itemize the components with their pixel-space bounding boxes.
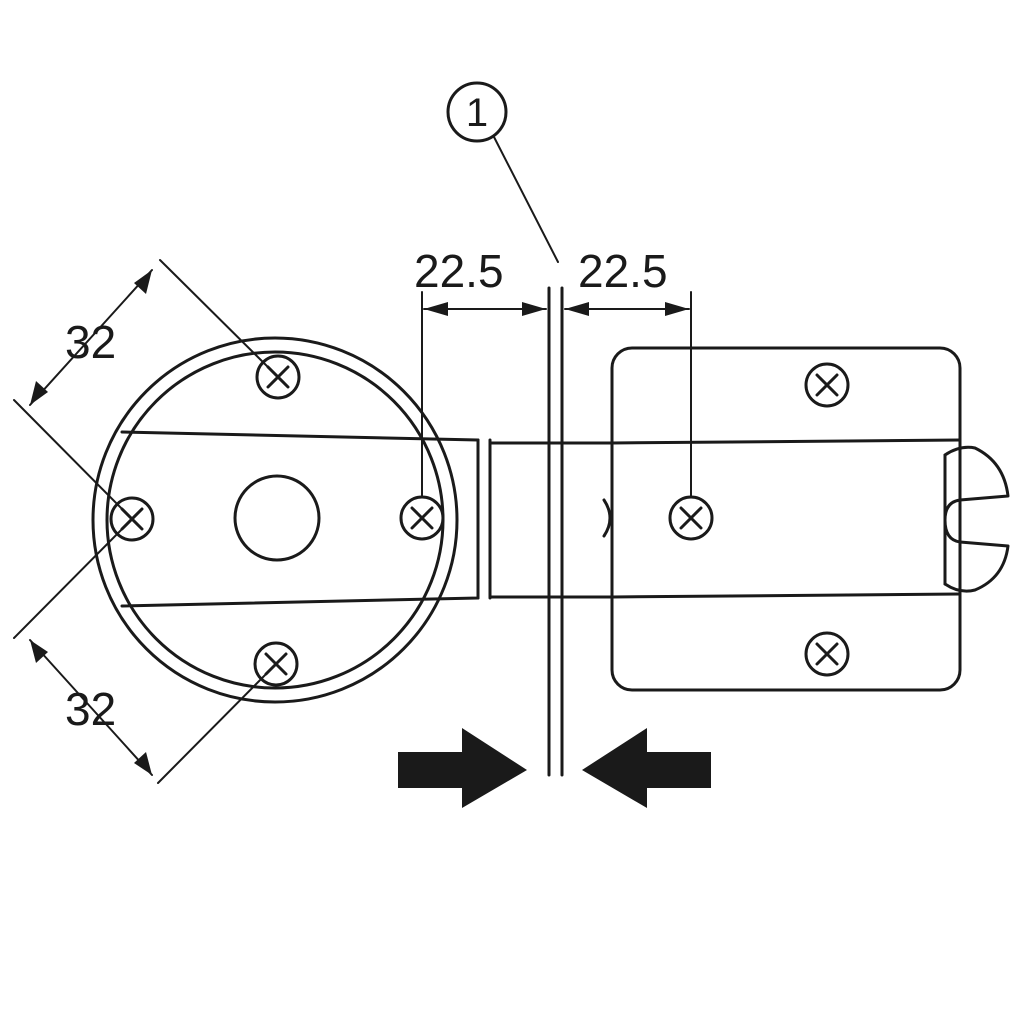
dimension-22-5-right: 22.5	[564, 245, 692, 498]
screw-right-bottom	[804, 631, 850, 677]
dimension-label-22-5-right: 22.5	[578, 245, 668, 297]
screw-right-top	[804, 362, 850, 408]
callout-1: 1	[446, 81, 559, 263]
rectangular-mounting-plate	[610, 346, 1010, 692]
dimension-label-32-upper: 32	[65, 316, 116, 368]
dimension-label-22-5-left: 22.5	[414, 245, 504, 297]
callout-label: 1	[466, 91, 488, 135]
glass-panel-edge	[547, 286, 564, 777]
hinge-knuckle	[488, 441, 614, 599]
hinge-arm	[120, 430, 492, 608]
press-arrow-left	[582, 728, 711, 808]
press-arrow-right	[398, 728, 527, 808]
center-hole	[233, 474, 321, 562]
screw-arm	[399, 495, 445, 541]
dimension-22-5-left: 22.5	[414, 245, 547, 498]
dimension-32-lower: 32	[13, 518, 277, 784]
dimension-label-32-lower: 32	[65, 683, 116, 735]
dimension-32-upper: 32	[13, 259, 279, 520]
screw-right-center	[668, 495, 714, 541]
